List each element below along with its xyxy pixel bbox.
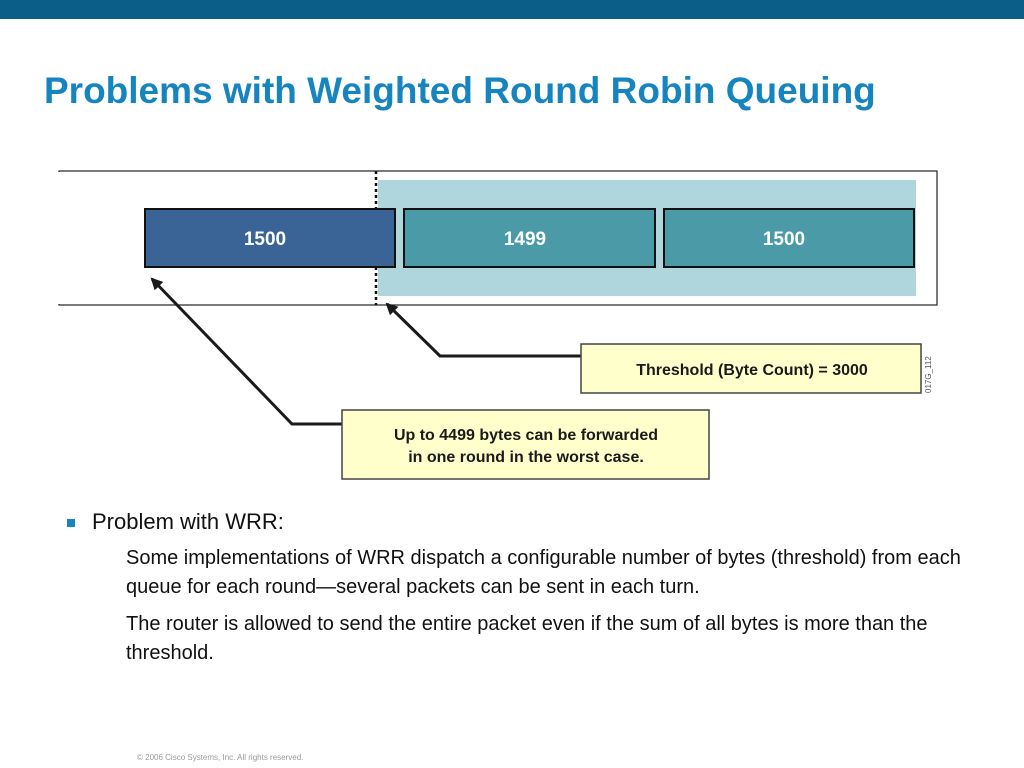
paragraph: Some implementations of WRR dispatch a c… <box>126 547 961 598</box>
threshold-arrow <box>385 302 581 358</box>
bullet-text: Problem with WRR: <box>92 509 284 534</box>
packet: 1500 <box>144 208 396 268</box>
bullet-list: Problem with WRR: Some implementations o… <box>64 508 984 668</box>
queue-frame-left-mask <box>56 172 61 304</box>
packet-box <box>403 208 656 268</box>
packet-label: 1499 <box>504 229 546 250</box>
worst-case-callout-box <box>341 409 710 480</box>
packet-label: 1500 <box>244 229 286 250</box>
wrr-diagram: 1500 1499 1500 Threshold (Byte Count) = … <box>56 170 938 480</box>
paragraph: The router is allowed to send the entire… <box>126 613 928 664</box>
worst-case-callout-line: Up to 4499 bytes can be forwarded <box>394 427 658 444</box>
bullet-square-icon <box>67 519 75 527</box>
figure-id: 017G_112 <box>924 356 933 393</box>
threshold-callout: Threshold (Byte Count) = 3000 <box>636 362 868 379</box>
copyright-footer: © 2006 Cisco Systems, Inc. All rights re… <box>137 753 304 762</box>
threshold-callout-box <box>580 343 922 394</box>
packet-label: 1500 <box>763 229 805 250</box>
worst-case-arrow <box>150 277 342 426</box>
worst-case-callout-line: in one round in the worst case. <box>408 449 644 466</box>
packet-box <box>144 208 396 268</box>
slide-title: Problems with Weighted Round Robin Queui… <box>44 70 876 111</box>
packet: 1500 <box>663 208 915 268</box>
top-bar <box>0 0 1024 19</box>
packet: 1499 <box>403 208 656 268</box>
packet-box <box>663 208 915 268</box>
bullet-item: Problem with WRR: <box>64 508 984 536</box>
